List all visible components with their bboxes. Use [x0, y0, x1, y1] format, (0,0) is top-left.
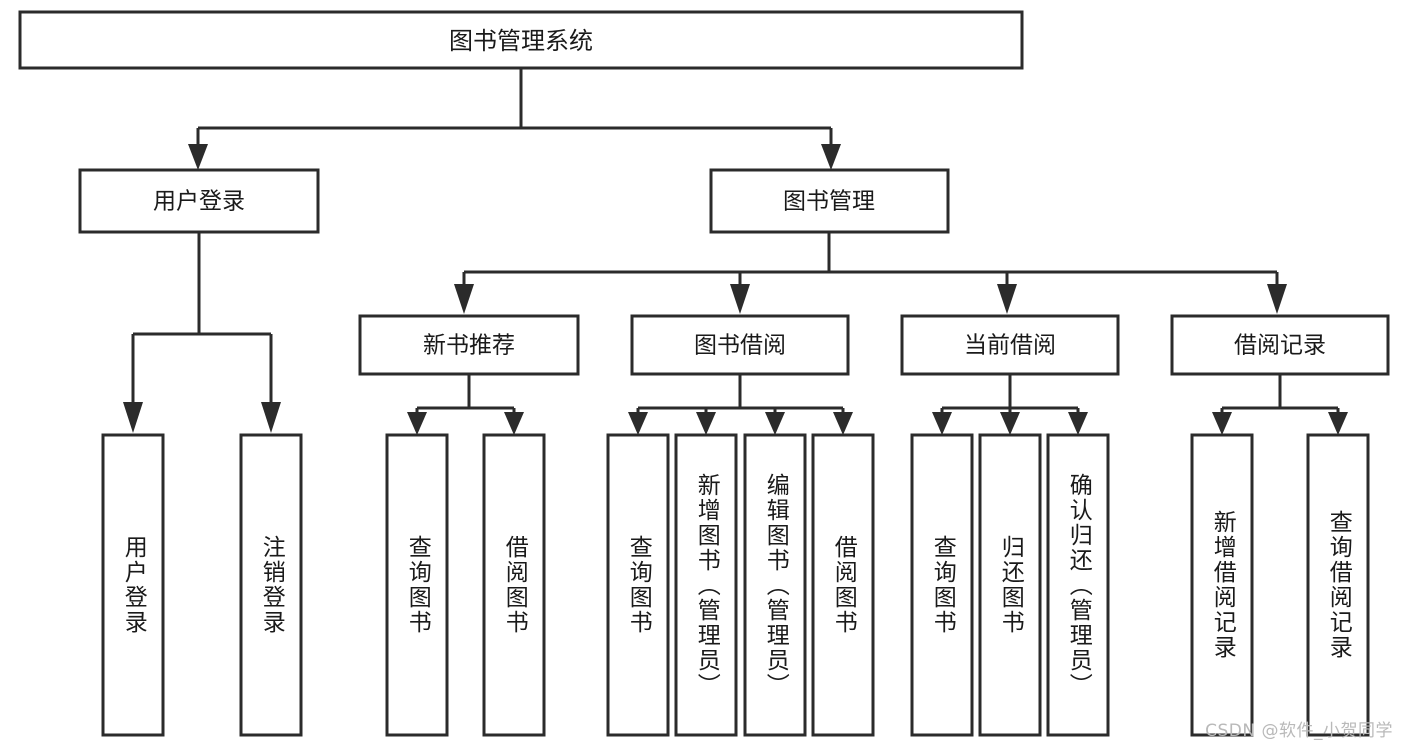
new-book-recommend-box[interactable]: [358, 314, 580, 376]
leaf-box-query-book-2[interactable]: [606, 433, 670, 737]
arrow-head-icon: [765, 412, 785, 435]
arrow-head-icon: [504, 412, 524, 435]
root-label: 图书管理系统: [449, 27, 593, 55]
connector-new-book-recommend-to-leaves: [407, 374, 524, 435]
leaf-box-add-record[interactable]: [1190, 433, 1254, 737]
node-current-borrow[interactable]: 当前借阅: [900, 314, 1120, 376]
arrow-head-icon: [454, 284, 474, 314]
arrow-head-icon: [1068, 412, 1088, 435]
connector-root-to-level2: [188, 68, 841, 170]
arrow-head-icon: [1267, 284, 1287, 314]
arrow-head-icon: [696, 412, 716, 435]
node-book-borrow[interactable]: 图书借阅: [630, 314, 850, 376]
connector-borrow-record-to-leaves: [1212, 374, 1348, 435]
leaf-box-add-book[interactable]: [674, 433, 738, 737]
arrow-head-icon: [628, 412, 648, 435]
connector-book-borrow-to-leaves: [628, 374, 853, 435]
arrow-head-icon: [188, 144, 208, 170]
book-management-label: 图书管理: [783, 189, 875, 215]
arrow-head-icon: [997, 284, 1017, 314]
current-borrow-box[interactable]: [900, 314, 1120, 376]
leaf-box-confirm-return[interactable]: [1046, 433, 1110, 737]
borrow-record-label: 借阅记录: [1234, 333, 1326, 359]
leaf-box-query-book-1[interactable]: [385, 433, 449, 737]
node-user-login[interactable]: 用户登录: [78, 168, 320, 234]
connector-user-login-to-leaves: [123, 232, 281, 433]
arrow-head-icon: [821, 144, 841, 170]
arrow-head-icon: [407, 412, 427, 435]
arrow-head-icon: [932, 412, 952, 435]
node-root: 图书管理系统: [18, 10, 1024, 70]
leaf-box-query-book-3[interactable]: [910, 433, 974, 737]
leaf-box-edit-book[interactable]: [743, 433, 807, 737]
arrow-head-icon: [123, 402, 143, 433]
leaf-box-logout[interactable]: [239, 433, 303, 737]
arrow-head-icon: [730, 284, 750, 314]
node-borrow-record[interactable]: 借阅记录: [1170, 314, 1390, 376]
arrow-head-icon: [1212, 412, 1232, 435]
node-new-book-recommend[interactable]: 新书推荐: [358, 314, 580, 376]
arrow-head-icon: [1000, 412, 1020, 435]
arrow-head-icon: [833, 412, 853, 435]
arrow-head-icon: [261, 402, 281, 433]
current-borrow-label: 当前借阅: [964, 333, 1056, 359]
leaf-box-return-book[interactable]: [978, 433, 1042, 737]
user-login-box[interactable]: [78, 168, 320, 234]
root-box: [18, 10, 1024, 70]
connector-book-management-to-level3: [454, 232, 1287, 314]
leaf-box-borrow-book-1[interactable]: [482, 433, 546, 737]
user-login-label: 用户登录: [153, 189, 245, 215]
leaf-box-query-record[interactable]: [1306, 433, 1370, 737]
connector-current-borrow-to-leaves: [932, 374, 1088, 435]
book-borrow-label: 图书借阅: [694, 333, 786, 359]
new-book-recommend-label: 新书推荐: [423, 333, 515, 359]
node-book-management[interactable]: 图书管理: [709, 168, 950, 234]
leaf-box-user-login[interactable]: [101, 433, 165, 737]
arrow-head-icon: [1328, 412, 1348, 435]
leaf-box-borrow-book-2[interactable]: [811, 433, 875, 737]
watermark-text: CSDN @软件_小贺同学: [1205, 721, 1393, 741]
